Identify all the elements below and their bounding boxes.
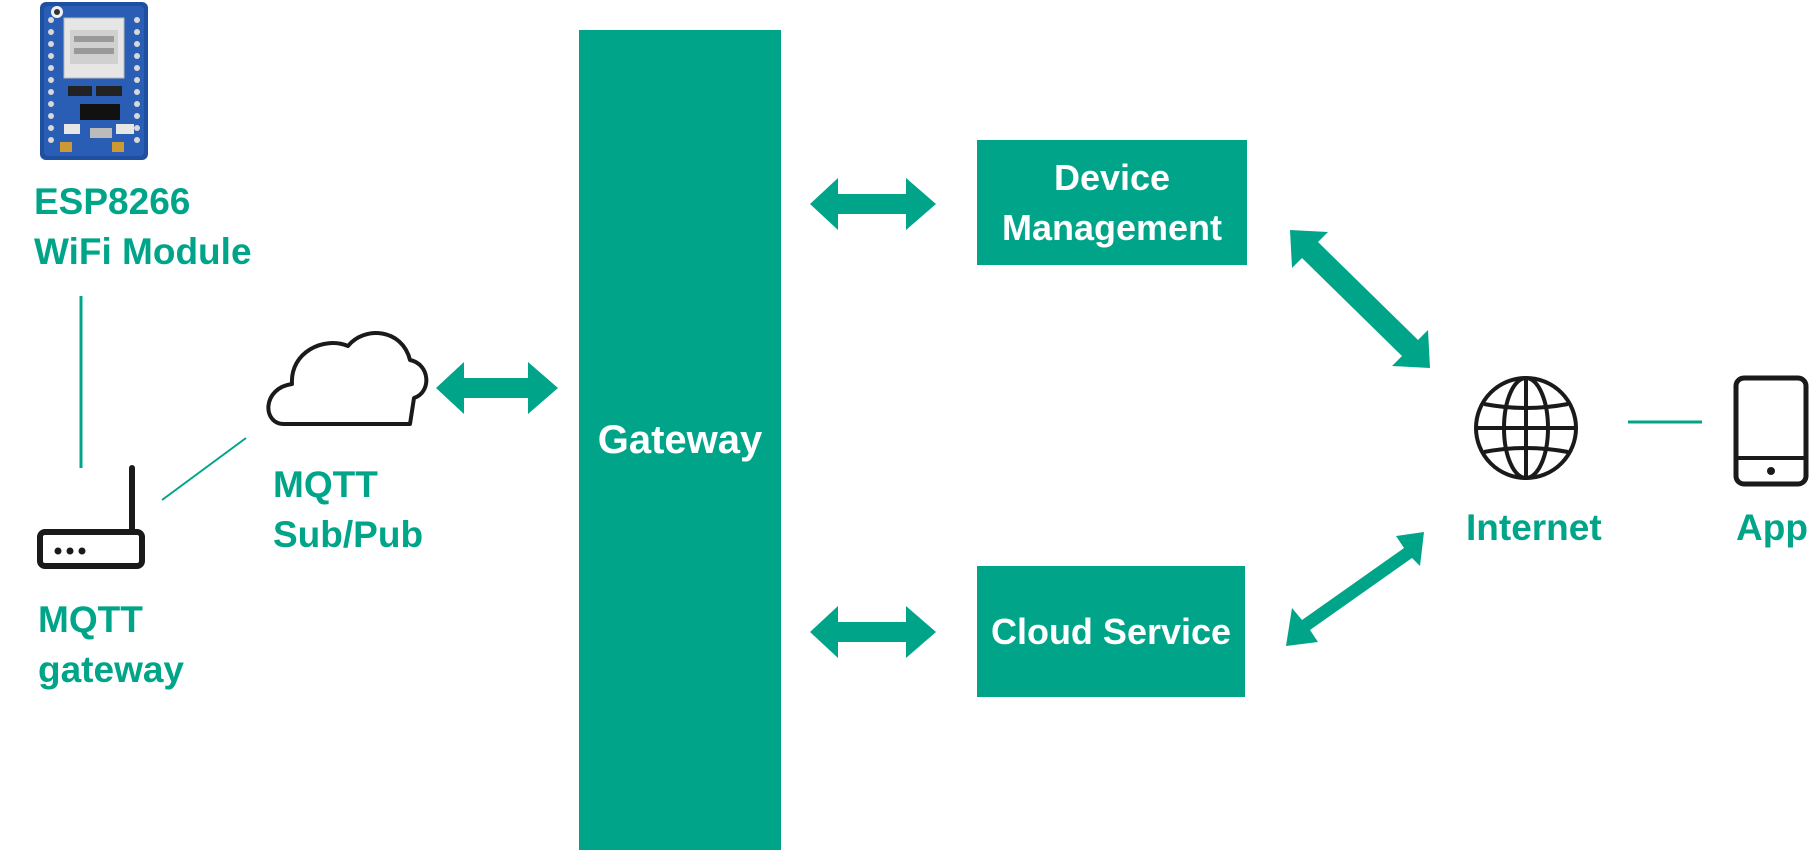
gateway-label: Gateway [597, 417, 763, 462]
internet-label: Internet [1466, 503, 1602, 553]
mqtt-gateway-label-line1: MQTT [38, 599, 143, 640]
device-management-line1: Device [1053, 156, 1171, 198]
esp-module-label-line1: ESP8266 [34, 181, 191, 222]
mqtt-gateway-label: MQTT gateway [38, 595, 184, 695]
esp-module-label: ESP8266 WiFi Module [34, 177, 252, 277]
mqtt-subpub-label-line2: Sub/Pub [273, 514, 424, 555]
app-label-text: App [1736, 507, 1808, 548]
mqtt-subpub-label: MQTT Sub/Pub [273, 460, 423, 560]
device-management-line2: Management [1001, 206, 1223, 248]
cloud-service-label: Cloud Service [990, 610, 1232, 652]
mqtt-subpub-label-line1: MQTT [273, 464, 378, 505]
cloud-service-box: Cloud Service [977, 566, 1245, 697]
gateway-block: Gateway [579, 30, 781, 850]
mqtt-gateway-label-line2: gateway [38, 649, 185, 690]
app-label: App [1736, 503, 1808, 553]
internet-label-text: Internet [1466, 507, 1602, 548]
device-management-box: Device Management [977, 140, 1247, 265]
esp-module-label-line2: WiFi Module [34, 231, 252, 272]
